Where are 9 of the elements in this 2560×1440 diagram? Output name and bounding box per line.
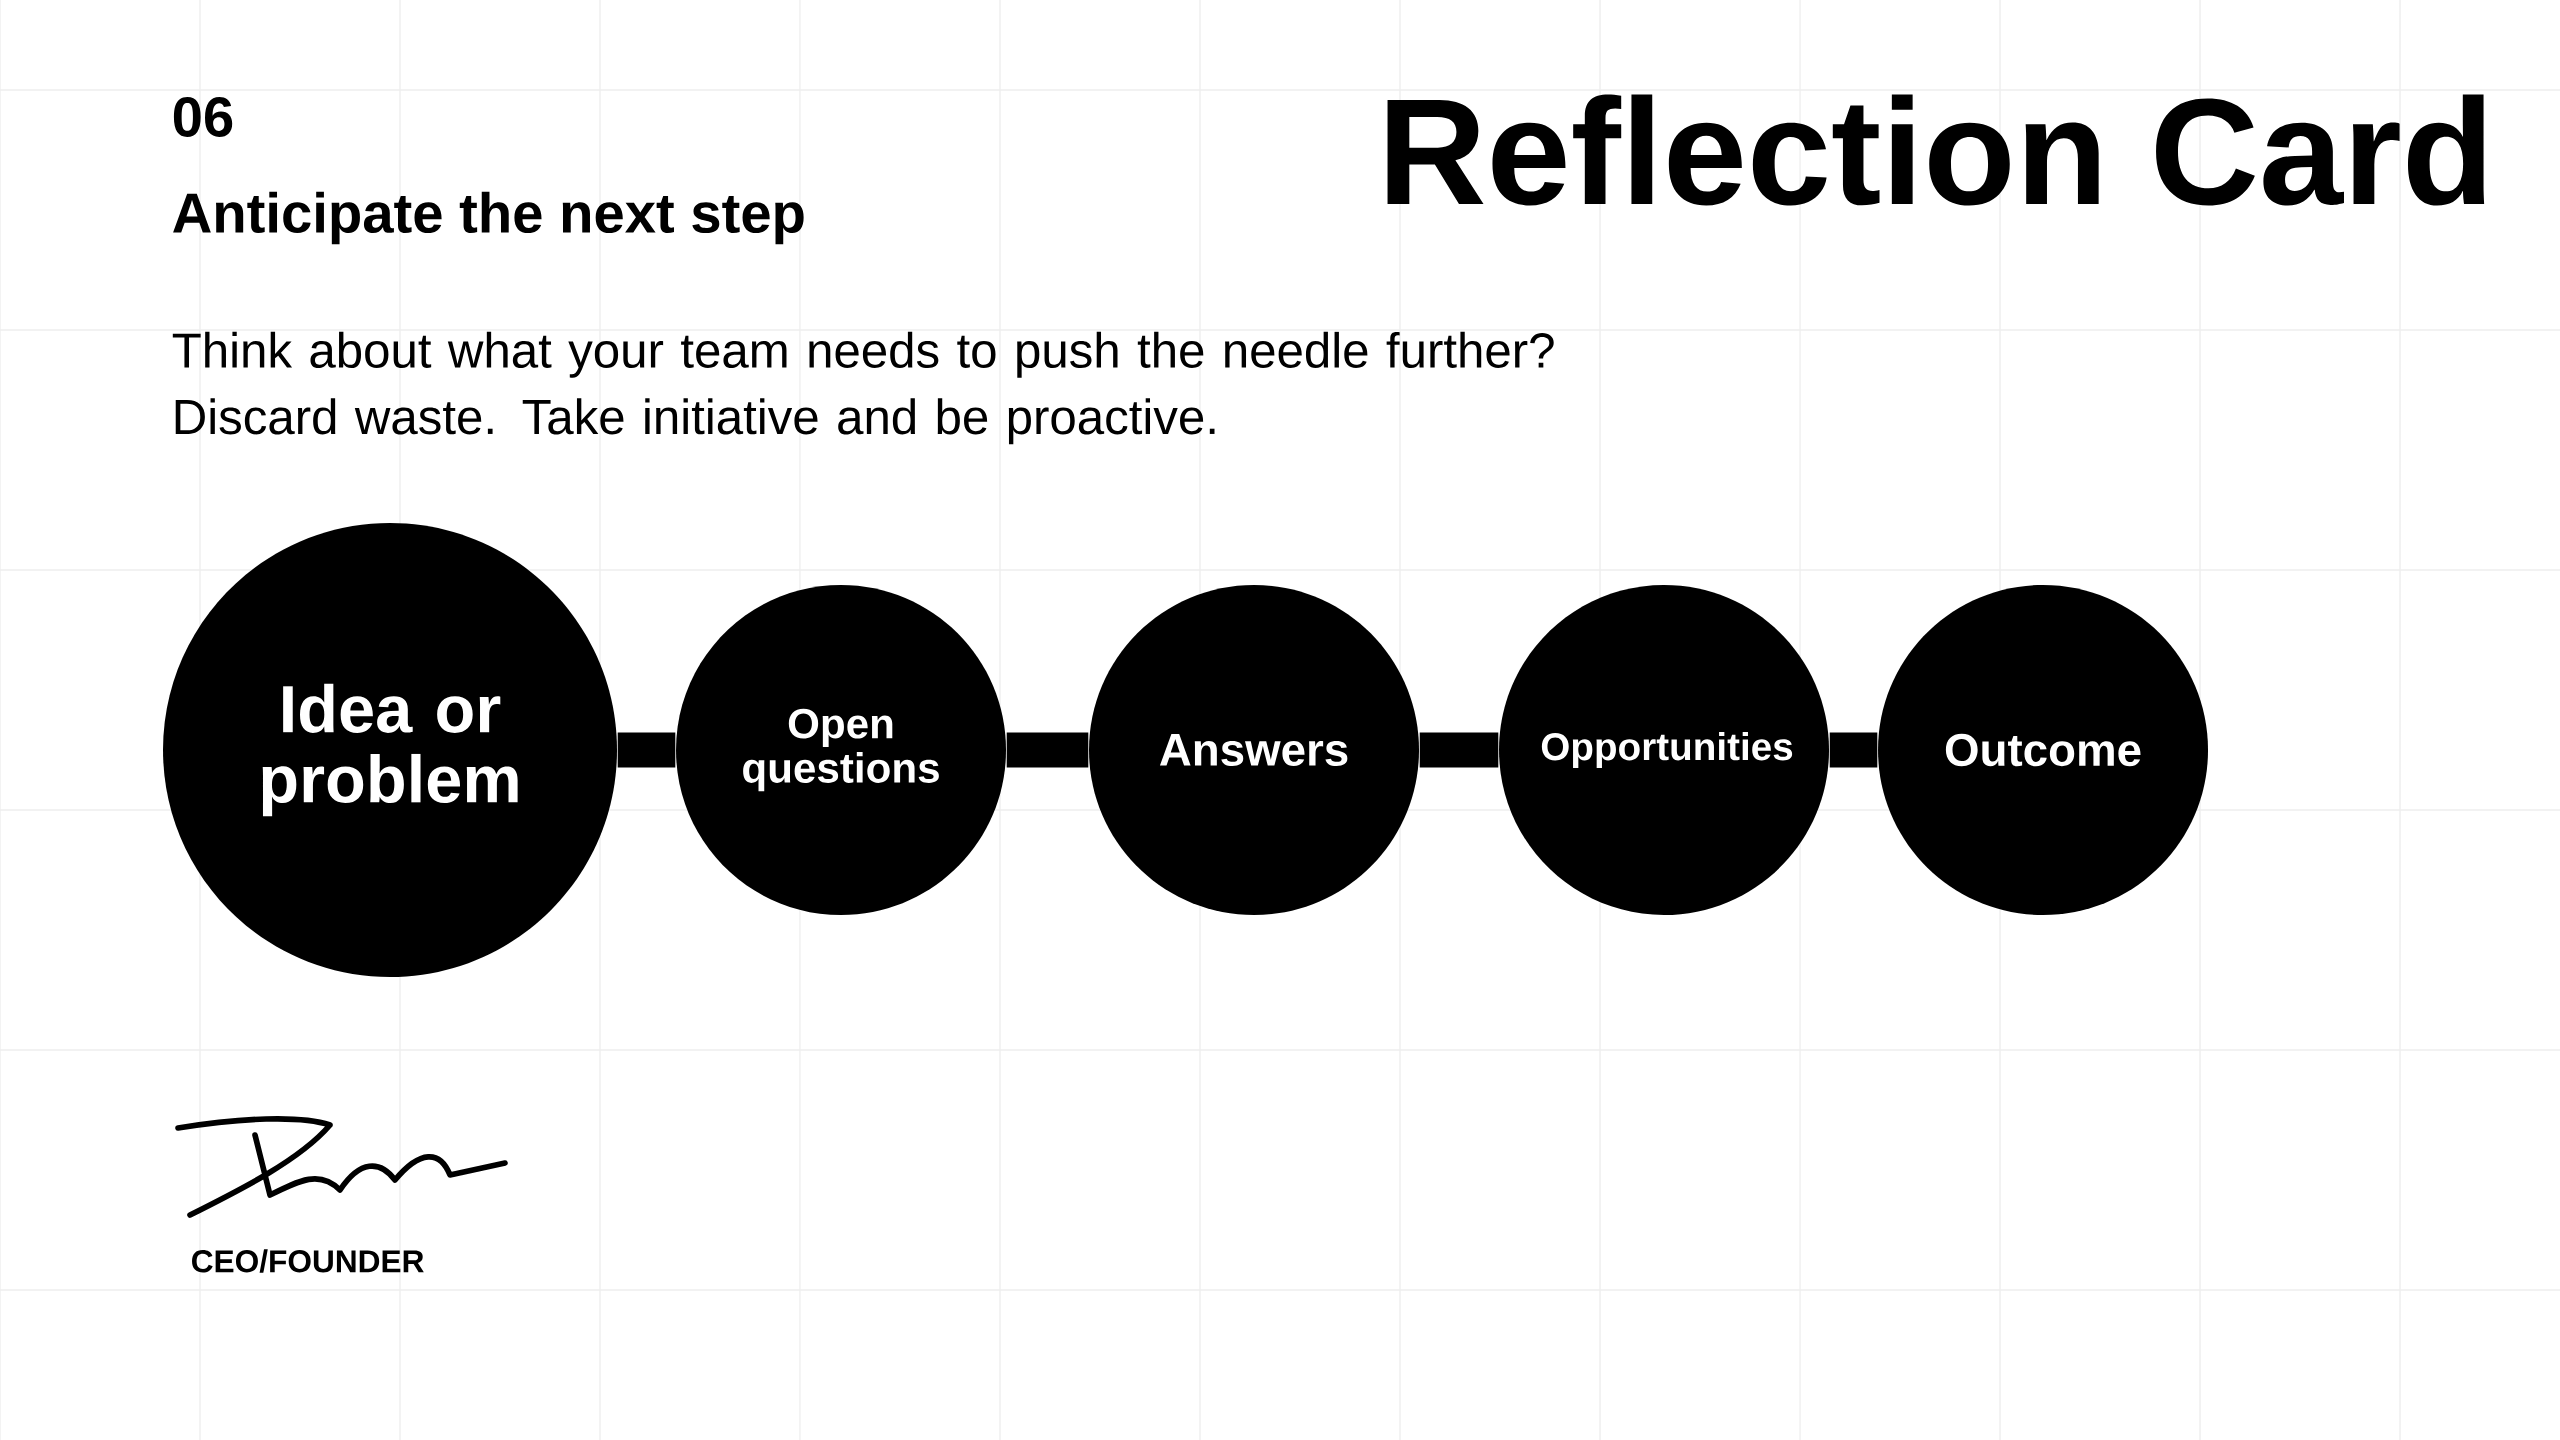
body-text: Think about what your team needs to push the needle further? Discard waste. Take initiative and be proactive. (172, 331, 1554, 445)
section-number: 06 (173, 97, 233, 137)
connector-line (1829, 732, 1878, 768)
subheading: Anticipate the next step (173, 191, 804, 245)
connector-line (1006, 732, 1089, 768)
job-title: CEO/FOUNDER (192, 1249, 424, 1273)
connector-line (1419, 732, 1499, 768)
title: Reflection Card (1387, 94, 2485, 206)
connector-line (617, 732, 676, 768)
